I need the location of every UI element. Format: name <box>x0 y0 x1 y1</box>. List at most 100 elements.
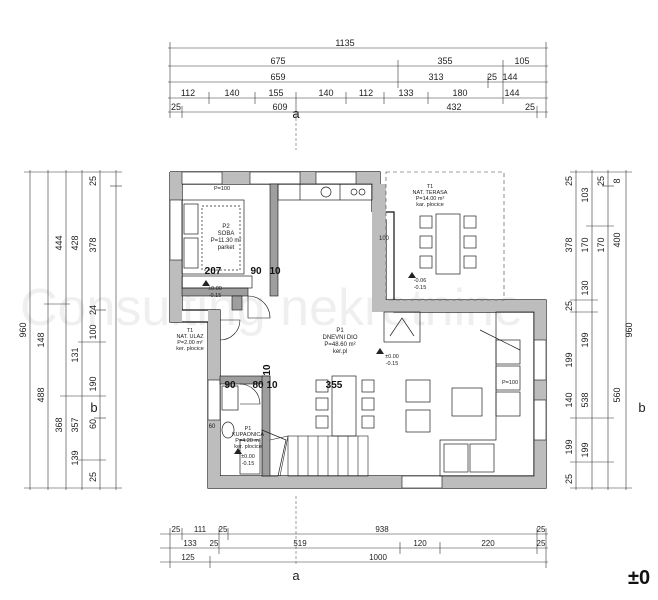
dim-right-c2-c: 130 <box>580 280 590 295</box>
axis-label-left: b <box>90 400 97 415</box>
room-label-kupaonica: P1 KUPAONICA P=4.20 m² ker. plocice ±0.0… <box>232 426 264 467</box>
axis-label-top: a <box>292 106 300 121</box>
dim-top-r5-c: 432 <box>446 102 461 112</box>
window-openings <box>169 171 547 489</box>
terasa-level-sub: -0.15 <box>414 285 427 291</box>
kupaonica-code: P1 <box>245 426 252 432</box>
dim-top-r4-g: 180 <box>452 88 467 98</box>
kupaonica-level: ±0.00 <box>241 454 255 460</box>
level-markers <box>202 272 416 454</box>
dim-right-c2-e: 538 <box>580 392 590 407</box>
dim-right-c1-b: 378 <box>564 237 574 252</box>
dnevni-area: P=48.60 m² <box>324 342 355 348</box>
dim-left-c5-b: 24 <box>88 305 98 315</box>
terasa-area: P=14.00 m² <box>416 196 445 202</box>
sofa <box>439 311 535 477</box>
opening-80: 80 <box>252 380 264 391</box>
dim-right-c1-a: 25 <box>564 176 574 186</box>
opening-p100-b: P=100 <box>502 380 518 386</box>
dnevni-level: ±0.00 <box>385 354 399 360</box>
dim-top-r2-a: 675 <box>270 56 285 66</box>
dim-top-r5-d: 25 <box>525 102 535 112</box>
bed-furniture <box>181 199 245 275</box>
dim-top-r3-a: 659 <box>270 72 285 82</box>
terasa-level: -0.06 <box>414 278 427 284</box>
dim-left-c2-a: 148 <box>36 332 46 347</box>
dim-right-c4-b: 960 <box>624 322 634 337</box>
dim-bot-r2-a: 133 <box>183 539 197 548</box>
dim-left-c4-b: 131 <box>70 347 80 362</box>
armchairs <box>405 379 431 433</box>
axis-marker-left: b <box>90 400 97 415</box>
dim-left-c3-a: 368 <box>54 417 64 432</box>
dim-right-c4-a: 8 <box>612 178 622 183</box>
dim-top-r2-b: 355 <box>437 56 452 66</box>
terasa-code: T1 <box>427 184 433 190</box>
dim-left-c2-b: 488 <box>36 387 46 402</box>
terrace-table <box>419 213 477 275</box>
axis-marker-right: b <box>638 400 645 415</box>
ulaz-code: T1 <box>187 328 193 334</box>
soba-floor: parket <box>218 245 235 251</box>
opening-60: 60 <box>209 424 216 430</box>
dim-bot-r1-b: 111 <box>194 525 207 534</box>
dim-left-c5-c: 100 <box>88 324 98 339</box>
axis-label-bottom: a <box>292 568 300 583</box>
dim-right-c1-d: 199 <box>564 352 574 367</box>
dim-bot-r1-a: 25 <box>172 525 181 534</box>
corner-level-label: ±0 <box>628 567 650 589</box>
axis-label-right: b <box>638 400 645 415</box>
left-dimension-chains <box>24 170 122 490</box>
right-dimension-labels: 25 378 25 199 140 199 25 103 170 130 199… <box>564 176 634 484</box>
dim-bot-r3-a: 125 <box>181 553 195 562</box>
dim-bot-r1-d: 938 <box>375 525 389 534</box>
dim-top-r3-b: 313 <box>428 72 443 82</box>
dim-right-c2-b: 170 <box>580 237 590 252</box>
dim-top-r4-a: 112 <box>181 88 195 98</box>
kupaonica-name: KUPAONICA <box>232 432 264 438</box>
opening-207: 207 <box>205 266 222 277</box>
dim-left-c5-e: 60 <box>88 419 98 429</box>
dim-bot-r2-b: 25 <box>210 539 219 548</box>
ulaz-floor: ker. plocice <box>176 346 204 352</box>
dim-right-c1-f: 199 <box>564 439 574 454</box>
dim-right-c2-d: 199 <box>580 332 590 347</box>
room-label-ulaz: T1 NAT. ULAZ P=2.00 m² ker. plocice <box>176 328 204 352</box>
dim-top-r4-d: 140 <box>318 88 333 98</box>
dim-left-c5-d: 190 <box>88 376 98 391</box>
soba-area: P=11.30 m² <box>211 238 242 244</box>
fireplace <box>383 311 421 343</box>
dim-top-total: 1135 <box>335 38 354 48</box>
dnevni-floor: ker.pl <box>333 349 347 355</box>
soba-level: ±0.00 <box>208 286 222 292</box>
room-label-soba: P2 SOBA P=11.30 m² parket ±0.00 -0.15 <box>208 224 241 299</box>
dim-right-c3-b: 170 <box>596 237 606 252</box>
axis-marker-bottom: a <box>292 496 300 583</box>
dim-top-r4-b: 140 <box>224 88 239 98</box>
opening-dimensions: 90 10 207 80 10 355 90 10 60 100 P=100 P… <box>205 186 518 430</box>
dim-top-r5-a: 25 <box>171 102 181 112</box>
dim-right-c2-a: 103 <box>580 187 590 202</box>
dim-top-r4-h: 144 <box>504 88 519 98</box>
dim-bot-r1-c: 25 <box>219 525 228 534</box>
dim-left-c4-d: 139 <box>70 450 80 465</box>
dim-right-c1-c: 25 <box>564 301 574 311</box>
kitchen-counter <box>277 183 373 201</box>
dim-top-r3-c: 25 <box>487 72 497 82</box>
coffee-table <box>451 387 483 417</box>
dim-top-r4-c: 155 <box>268 88 283 98</box>
kupaonica-area: P=4.20 m² <box>235 438 261 444</box>
dim-bot-r3-b: 1000 <box>369 553 387 562</box>
soba-code: P2 <box>222 224 230 230</box>
room-label-dnevni: P1 DNEVNI DIO P=48.60 m² ker.pl ±0.00 -0… <box>322 328 398 367</box>
dim-right-c1-e: 140 <box>564 392 574 407</box>
opening-90b: 90 <box>224 380 236 391</box>
terrace-outline <box>385 171 505 301</box>
bottom-dimension-chains <box>160 528 548 568</box>
interior-walls <box>181 183 279 477</box>
kupaonica-level-sub: -0.15 <box>242 461 255 467</box>
doors <box>219 295 271 405</box>
dim-left-c5-f: 25 <box>88 472 98 482</box>
opening-100: 100 <box>379 236 390 242</box>
soba-level-sub: -0.15 <box>209 293 222 299</box>
